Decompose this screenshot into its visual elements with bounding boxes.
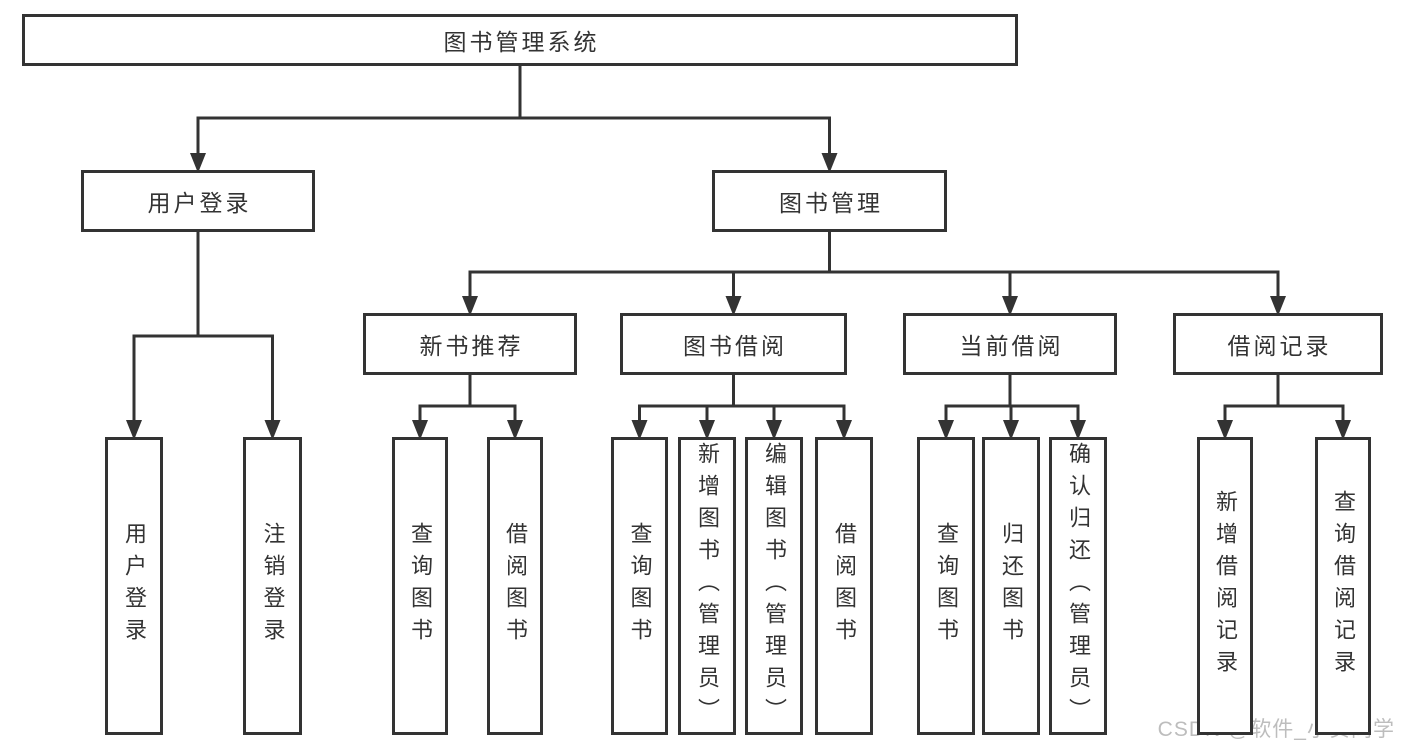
- node-leaf-edit-books-admin: 编辑图书（管理员）: [745, 437, 803, 735]
- node-leaf-borrow-books-2: 借阅图书: [815, 437, 873, 735]
- node-leaf-add-books-admin: 新增图书（管理员）: [678, 437, 736, 735]
- node-current-borrowing: 当前借阅: [903, 313, 1117, 375]
- node-leaf-borrow-books-1: 借阅图书: [487, 437, 543, 735]
- node-label-leaf-query-books-3: 查询图书: [934, 522, 959, 650]
- node-label-leaf-query-borrow-record: 查询借阅记录: [1331, 490, 1356, 682]
- node-user-login: 用户登录: [81, 170, 315, 232]
- node-borrowing-records: 借阅记录: [1173, 313, 1383, 375]
- node-leaf-query-books-1: 查询图书: [392, 437, 448, 735]
- node-root: 图书管理系统: [22, 14, 1018, 66]
- node-leaf-query-books-3: 查询图书: [917, 437, 975, 735]
- node-label-leaf-logout: 注销登录: [260, 522, 286, 650]
- node-label-root: 图书管理系统: [443, 29, 600, 55]
- node-label-leaf-return-books: 归还图书: [999, 522, 1024, 650]
- node-leaf-add-borrow-record: 新增借阅记录: [1197, 437, 1253, 735]
- node-label-leaf-confirm-return-admin: 确认归还（管理员）: [1066, 442, 1091, 730]
- node-book-management: 图书管理: [712, 170, 947, 232]
- node-label-user-login: 用户登录: [147, 190, 252, 216]
- node-leaf-user-login: 用户登录: [105, 437, 163, 735]
- node-book-borrowing: 图书借阅: [620, 313, 847, 375]
- node-label-borrowing-records: 借阅记录: [1227, 333, 1332, 359]
- node-label-leaf-borrow-books-1: 借阅图书: [503, 522, 528, 650]
- node-leaf-query-books-2: 查询图书: [611, 437, 668, 735]
- node-label-leaf-add-borrow-record: 新增借阅记录: [1213, 490, 1238, 682]
- node-label-leaf-borrow-books-2: 借阅图书: [832, 522, 857, 650]
- node-label-book-borrowing: 图书借阅: [683, 333, 787, 359]
- node-leaf-query-borrow-record: 查询借阅记录: [1315, 437, 1371, 735]
- node-label-new-book-recommend: 新书推荐: [419, 333, 524, 359]
- node-leaf-logout: 注销登录: [243, 437, 302, 735]
- node-label-book-management: 图书管理: [779, 190, 883, 216]
- node-label-current-borrowing: 当前借阅: [959, 333, 1064, 359]
- node-label-leaf-add-books-admin: 新增图书（管理员）: [695, 442, 720, 730]
- node-label-leaf-edit-books-admin: 编辑图书（管理员）: [762, 442, 787, 730]
- node-leaf-confirm-return-admin: 确认归还（管理员）: [1049, 437, 1107, 735]
- node-label-leaf-query-books-1: 查询图书: [408, 522, 433, 650]
- node-label-leaf-user-login: 用户登录: [122, 522, 147, 650]
- node-leaf-return-books: 归还图书: [982, 437, 1040, 735]
- node-label-leaf-query-books-2: 查询图书: [627, 522, 653, 650]
- node-new-book-recommend: 新书推荐: [363, 313, 577, 375]
